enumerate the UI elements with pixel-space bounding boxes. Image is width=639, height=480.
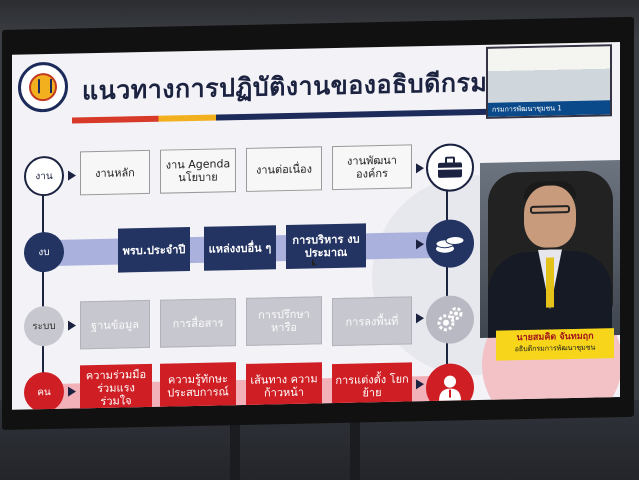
- mouse-cursor-icon: [312, 258, 316, 266]
- speaker-position: อธิบดีกรมการพัฒนาชุมชน: [514, 343, 596, 354]
- ministry-seal-icon: [18, 61, 68, 113]
- work-item: งานพัฒนา องค์กร: [332, 144, 412, 191]
- arrow-icon: [68, 320, 76, 331]
- person-icon: [426, 363, 474, 410]
- briefcase-icon: [426, 143, 474, 193]
- television: แนวทางการปฏิบัติงานของอธิบดีกรมการพัฒ งา…: [2, 16, 634, 431]
- row-label-people: คน: [24, 371, 64, 410]
- people-item: ความรู้ทักษะ ประสบการณ์: [160, 362, 236, 410]
- system-item: ฐานข้อมูล: [80, 299, 150, 350]
- row-label-system: ระบบ: [24, 305, 64, 347]
- people-item: ความร่วมมือ ร่วมแรงร่วมใจ: [80, 363, 152, 410]
- budget-item: พรบ.ประจำปี: [118, 227, 190, 273]
- budget-item: แหล่งงบอื่น ๆ: [204, 225, 276, 271]
- speaker-video: [480, 160, 620, 338]
- arrow-icon: [416, 313, 424, 324]
- coins-icon: [426, 219, 474, 269]
- work-item: งาน Agenda นโยบาย: [160, 148, 236, 194]
- tv-stand-leg: [350, 410, 360, 480]
- system-item: การสื่อสาร: [160, 298, 236, 348]
- gears-icon: [426, 295, 474, 345]
- arrow-icon: [416, 239, 424, 250]
- tv-stand-leg: [230, 410, 240, 480]
- system-item: การปรึกษา หารือ: [246, 296, 322, 346]
- video-call-window[interactable]: กรมการพัฒนาชุมชน 1: [486, 44, 612, 119]
- budget-item: การบริหาร งบประมาณ: [286, 223, 366, 270]
- row-label-work: งาน: [24, 155, 64, 197]
- video-call-label: กรมการพัฒนาชุมชน 1: [488, 100, 610, 117]
- left-connector-line: [42, 169, 44, 380]
- video-call-feed: [488, 46, 610, 105]
- people-item: การแต่งตั้ง โยกย้าย: [332, 362, 412, 410]
- arrow-icon: [416, 163, 424, 174]
- work-item: งานหลัก: [80, 149, 150, 196]
- speaker-nameplate: นายสมคิด จันทมฤก อธิบดีกรมการพัฒนาชุมชน: [496, 328, 614, 361]
- arrow-icon: [68, 386, 76, 397]
- row-label-budget: งบ: [24, 231, 64, 273]
- system-item: การลงพื้นที่: [332, 296, 412, 347]
- arrow-icon: [416, 379, 424, 390]
- work-item: งานต่อเนื่อง: [246, 146, 322, 192]
- arrow-icon: [68, 170, 76, 181]
- presentation-screen: แนวทางการปฏิบัติงานของอธิบดีกรมการพัฒ งา…: [12, 42, 620, 410]
- people-item: เส้นทาง ความก้าวหน้า: [246, 362, 322, 410]
